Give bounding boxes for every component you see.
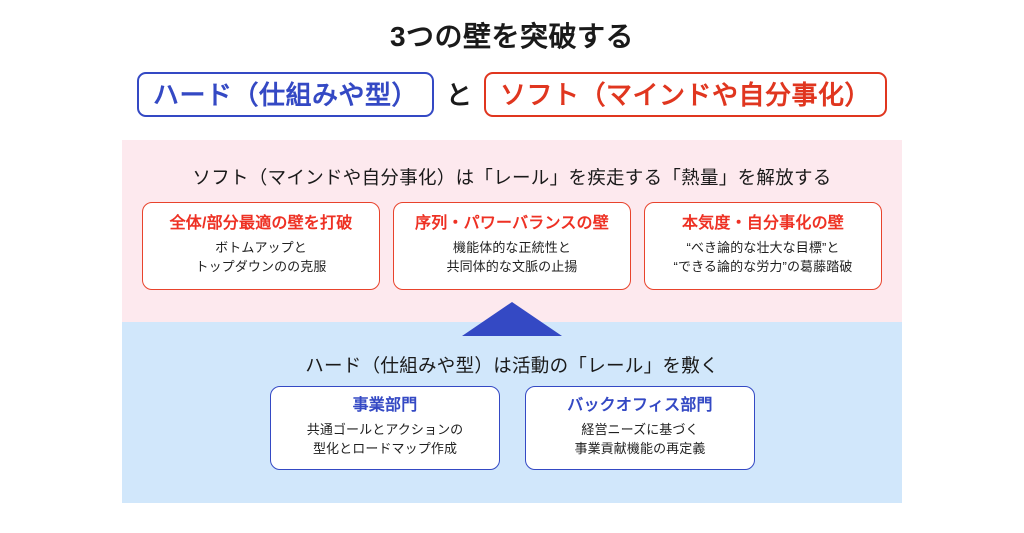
hard-card-1-title: 事業部門 [352, 396, 418, 414]
soft-card-2-line2: 共同体的な文脈の止揚 [446, 259, 578, 275]
soft-card-3-title: 本気度・自分事化の壁 [681, 214, 844, 232]
soft-card-3-line2: “できる論的な労力”の葛藤踏破 [673, 259, 853, 275]
hard-card-2-line1: 経営ニーズに基づく [581, 422, 699, 438]
hard-card-1: 事業部門 共通ゴールとアクションの 型化とロードマップ作成 [270, 386, 500, 470]
upward-arrow-icon [462, 302, 562, 336]
soft-card-2: 序列・パワーバランスの壁 機能体的な正統性と 共同体的な文脈の止揚 [393, 202, 631, 290]
hard-card-2-line2: 事業貢献機能の再定義 [574, 441, 706, 457]
hard-panel: ハード（仕組みや型）は活動の「レール」を敷く 事業部門 共通ゴールとアクションの… [122, 322, 902, 503]
soft-card-2-body: 機能体的な正統性と 共同体的な文脈の止揚 [446, 239, 577, 277]
hard-card-1-body: 共通ゴールとアクションの 型化とロードマップ作成 [307, 421, 464, 459]
soft-card-1: 全体/部分最適の壁を打破 ボトムアップと トップダウンのの克服 [142, 202, 380, 290]
page-title: 3つの壁を突破する [389, 21, 635, 52]
hard-card-2-body: 経営ニーズに基づく 事業貢献機能の再定義 [574, 421, 705, 459]
hard-card-row: 事業部門 共通ゴールとアクションの 型化とロードマップ作成 バックオフィス部門 … [270, 386, 755, 470]
soft-card-1-title: 全体/部分最適の壁を打破 [169, 214, 353, 232]
hard-chip: ハード（仕組みや型） [136, 72, 434, 117]
soft-card-2-title: 序列・パワーバランスの壁 [415, 214, 609, 232]
soft-card-1-line2: トップダウンのの克服 [195, 259, 327, 275]
soft-card-2-line1: 機能体的な正統性と [453, 240, 571, 256]
header-chip-row: ハード（仕組みや型） と ソフト（マインドや自分事化） [0, 72, 1024, 117]
soft-chip: ソフト（マインドや自分事化） [484, 72, 888, 117]
soft-panel-caption: ソフト（マインドや自分事化）は「レール」を疾走する「熱量」を解放する [192, 167, 832, 188]
soft-card-3-body: “べき論的な壮大な目標”と “できる論的な労力”の葛藤踏破 [674, 239, 853, 277]
hard-card-2: バックオフィス部門 経営ニーズに基づく 事業貢献機能の再定義 [525, 386, 755, 470]
soft-card-3-line1: “べき論的な壮大な目標”と [686, 240, 840, 256]
soft-card-1-line1: ボトムアップと [215, 240, 307, 256]
soft-card-3: 本気度・自分事化の壁 “べき論的な壮大な目標”と “できる論的な労力”の葛藤踏破 [644, 202, 882, 290]
soft-panel: ソフト（マインドや自分事化）は「レール」を疾走する「熱量」を解放する 全体/部分… [122, 140, 902, 322]
soft-card-row: 全体/部分最適の壁を打破 ボトムアップと トップダウンのの克服 序列・パワーバラ… [142, 202, 882, 290]
hard-card-1-line2: 型化とロードマップ作成 [312, 441, 458, 457]
conjunction-label: と [445, 79, 472, 110]
hard-card-1-line1: 共通ゴールとアクションの [306, 422, 464, 438]
hard-panel-caption: ハード（仕組みや型）は活動の「レール」を敷く [305, 355, 719, 376]
hard-card-2-title: バックオフィス部門 [567, 396, 713, 414]
soft-card-1-body: ボトムアップと トップダウンのの克服 [195, 239, 326, 277]
